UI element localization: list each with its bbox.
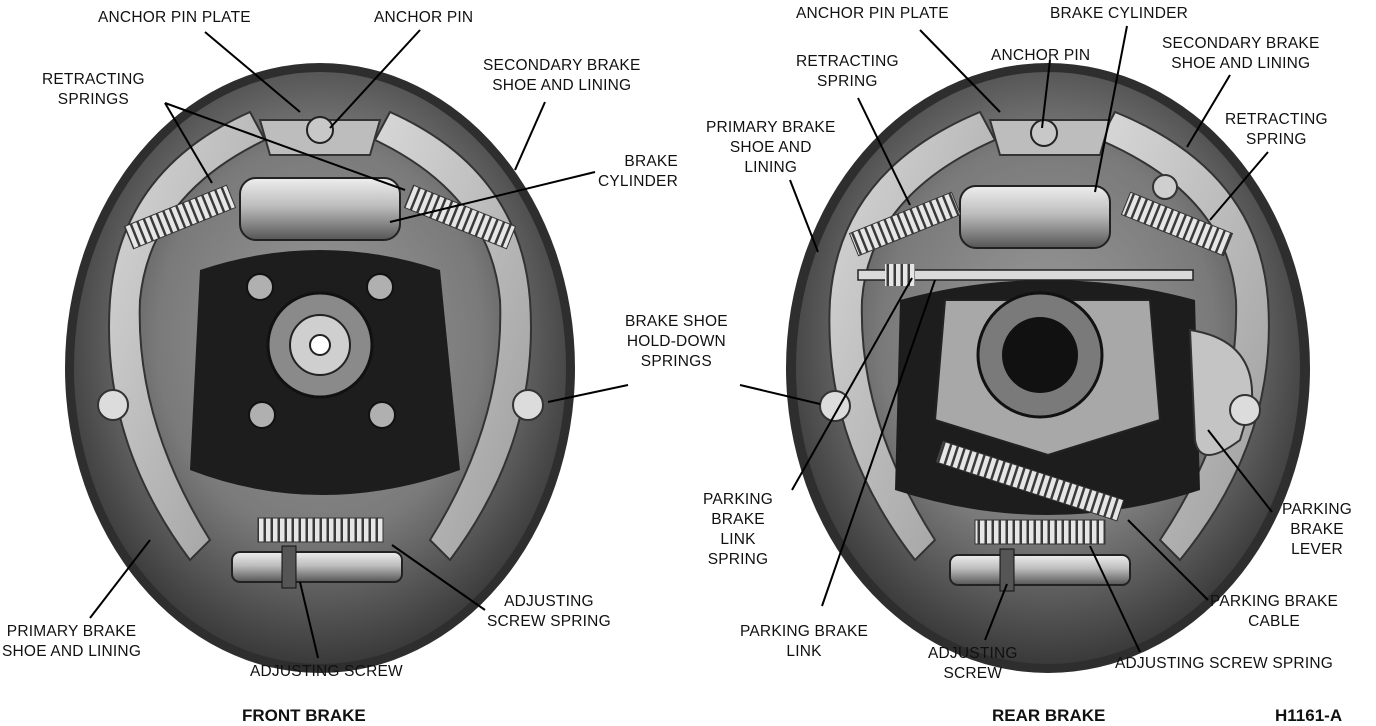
leader-rear-parking-brake-link-spring xyxy=(791,277,913,491)
leader-rear-parking-brake-link xyxy=(821,279,936,607)
leader-front-retracting-spring-left xyxy=(164,102,213,184)
label-front-secondary-shoe: SECONDARY BRAKE SHOE AND LINING xyxy=(483,57,641,94)
leader-rear-parking-brake-cable xyxy=(1127,519,1209,601)
rear-parking-brake-link-spring xyxy=(885,264,915,286)
leader-front-secondary-shoe xyxy=(514,101,546,171)
label-front-anchor-pin-plate: ANCHOR PIN PLATE xyxy=(98,9,251,26)
front-brake-title: FRONT BRAKE xyxy=(242,706,366,725)
leader-rear-brake-cylinder xyxy=(1094,25,1128,193)
leader-front-adjusting-screw-spring xyxy=(391,544,486,611)
rear-primary-shoe xyxy=(828,110,997,562)
label-hold-down-springs: BRAKE SHOE HOLD-DOWN SPRINGS xyxy=(625,313,728,370)
label-front-retracting-springs: RETRACTING SPRINGS xyxy=(42,71,145,108)
leader-hold-down-front xyxy=(547,384,629,403)
rear-hold-down-spring xyxy=(819,390,851,422)
front-bolt xyxy=(246,273,274,301)
rear-parking-brake-cable xyxy=(935,440,1125,522)
front-adjusting-screw-spring xyxy=(257,517,384,543)
front-brake-drawing xyxy=(65,63,575,673)
rear-adjusting-screw-spring xyxy=(974,519,1106,545)
leader-front-primary-shoe xyxy=(89,539,151,619)
rear-brake-drawing xyxy=(786,63,1310,673)
front-hold-down-spring xyxy=(97,389,129,421)
front-hold-down-spring xyxy=(512,389,544,421)
leader-front-retracting-spring-right xyxy=(164,102,406,191)
rear-brake-cylinder xyxy=(959,185,1111,249)
rear-retracting-spring xyxy=(848,191,962,257)
label-rear-parking-brake-link: PARKING BRAKE LINK xyxy=(740,623,869,660)
rear-adjusting-screw xyxy=(949,554,1131,586)
leader-rear-retracting-spring-right xyxy=(1209,151,1269,221)
front-bolt xyxy=(366,273,394,301)
leader-front-anchor-pin-plate xyxy=(204,31,301,113)
label-rear-brake-cylinder: BRAKE CYLINDER xyxy=(1050,5,1189,22)
front-brake-cylinder xyxy=(239,177,401,241)
rear-anchor-pin xyxy=(1030,119,1058,147)
label-rear-parking-brake-cable: PARKING BRAKE CABLE xyxy=(1210,593,1339,630)
leader-front-brake-cylinder xyxy=(389,171,596,223)
rear-hold-down-spring xyxy=(1229,394,1261,426)
leader-rear-primary-shoe xyxy=(789,179,819,253)
leader-rear-anchor-pin xyxy=(1041,59,1051,129)
leader-front-anchor-pin xyxy=(329,29,421,129)
leader-rear-parking-brake-lever xyxy=(1207,429,1273,513)
label-rear-adjusting-screw-spring: ADJUSTING SCREW SPRING xyxy=(1115,655,1333,672)
rear-parking-brake-link xyxy=(857,269,1194,281)
leader-hold-down-rear xyxy=(739,384,821,405)
label-rear-anchor-pin-plate: ANCHOR PIN PLATE xyxy=(796,5,949,22)
label-front-adjusting-screw: ADJUSTING SCREW xyxy=(250,663,403,680)
label-rear-primary-shoe: PRIMARY BRAKE SHOE AND LINING xyxy=(706,119,836,176)
label-rear-retracting-spring-right: RETRACTING SPRING xyxy=(1225,111,1328,148)
rear-axle-bore xyxy=(1002,317,1078,393)
label-front-brake-cylinder: BRAKE CYLINDER xyxy=(598,153,678,190)
label-rear-adjusting-screw: ADJUSTING SCREW xyxy=(928,645,1018,682)
leader-rear-secondary-shoe xyxy=(1186,74,1231,148)
label-front-adjusting-screw-spring: ADJUSTING SCREW SPRING xyxy=(487,593,611,630)
leader-rear-anchor-pin-plate xyxy=(919,29,1001,113)
leader-front-adjusting-screw xyxy=(299,581,319,659)
front-bolt xyxy=(248,401,276,429)
front-retracting-spring xyxy=(123,184,237,250)
figure-code: H1161-A xyxy=(1275,706,1343,725)
label-rear-secondary-shoe: SECONDARY BRAKE SHOE AND LINING xyxy=(1162,35,1320,72)
leader-rear-adjusting-screw-spring xyxy=(1089,545,1141,653)
rear-brake-title: REAR BRAKE xyxy=(992,706,1106,725)
rear-retracting-spring xyxy=(1120,191,1234,257)
label-front-anchor-pin: ANCHOR PIN xyxy=(374,9,474,26)
front-anchor-pin xyxy=(306,116,334,144)
leader-lines xyxy=(89,25,1273,659)
front-adjusting-screw xyxy=(231,551,403,583)
leader-rear-adjusting-screw xyxy=(984,583,1008,641)
label-front-primary-shoe: PRIMARY BRAKE SHOE AND LINING xyxy=(2,623,142,660)
label-rear-retracting-spring-left: RETRACTING SPRING xyxy=(796,53,899,90)
label-rear-parking-brake-lever: PARKING BRAKE LEVER xyxy=(1282,501,1353,558)
front-retracting-spring xyxy=(403,184,517,250)
leader-rear-retracting-spring-left xyxy=(857,97,911,206)
front-bolt xyxy=(368,401,396,429)
label-rear-anchor-pin: ANCHOR PIN xyxy=(991,47,1091,64)
label-rear-parking-brake-link-spring: PARKING BRAKE LINK SPRING xyxy=(703,491,774,568)
